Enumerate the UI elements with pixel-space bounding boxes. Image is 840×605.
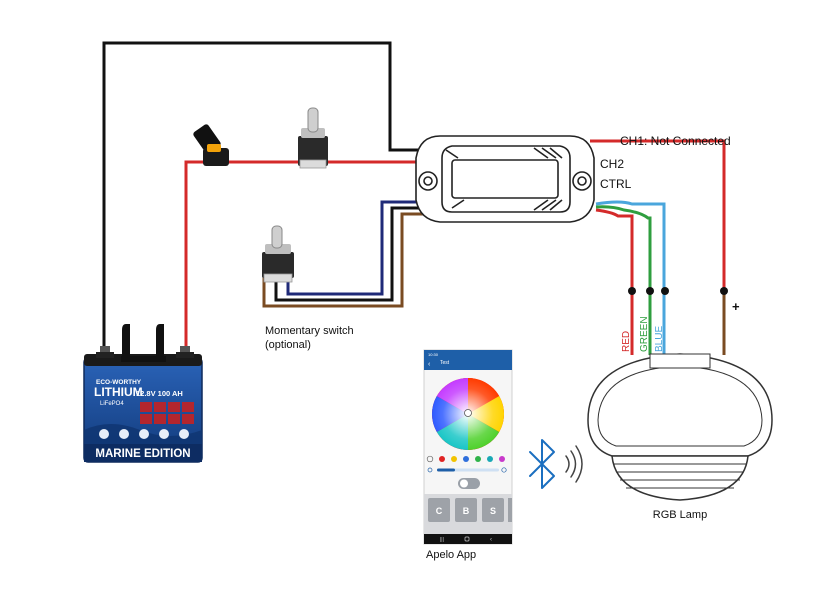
bluetooth-icon	[529, 439, 555, 489]
battery: ECO-WORTHY LITHIUM LiFePO4 12.8V 100 AH …	[83, 324, 203, 463]
preset-blue[interactable]	[463, 456, 469, 462]
wire-red-ch1	[590, 139, 726, 355]
wireless-signal-icon	[565, 445, 583, 483]
nav-back-icon[interactable]: ‹	[490, 537, 492, 543]
app-button-b[interactable]	[455, 498, 477, 522]
label-ch2: CH2	[600, 157, 624, 171]
wire-red-battery-to-fuse	[184, 160, 206, 352]
wire-brown-momentary	[262, 212, 426, 308]
app-button-c[interactable]	[428, 498, 450, 522]
label-plus: +	[732, 299, 740, 314]
wires	[102, 41, 728, 355]
app-button-b-label: B	[463, 506, 470, 516]
battery-spec: 12.8V 100 AH	[136, 389, 183, 398]
color-picker-handle[interactable]	[464, 409, 472, 417]
label-momentary-line2: (optional)	[265, 339, 311, 351]
wire-black-momentary	[274, 206, 426, 302]
battery-brand-line2: LITHIUM	[94, 385, 143, 399]
app-button-c-label: C	[436, 506, 443, 516]
rgb-controller	[415, 135, 595, 223]
phone-status-time: 10:30	[428, 352, 439, 357]
toggle-switch-main	[298, 107, 328, 169]
battery-edition: MARINE EDITION	[95, 448, 190, 460]
brightness-slider[interactable]	[427, 467, 507, 473]
nav-home-icon[interactable]	[464, 536, 470, 542]
label-momentary-line1: Momentary switch	[265, 325, 354, 337]
label-ch1: CH1: Not Connected	[620, 134, 731, 148]
preset-off-icon[interactable]	[426, 455, 434, 463]
power-toggle[interactable]	[458, 478, 480, 489]
junction-plus	[720, 287, 728, 295]
battery-brand-line3: LiFePO4	[100, 401, 124, 407]
label-wire-green: GREEN	[639, 316, 650, 352]
app-buttons: C B S	[428, 498, 512, 522]
app-button-s[interactable]	[482, 498, 504, 522]
preset-yellow[interactable]	[451, 456, 457, 462]
phone-header	[424, 350, 512, 370]
toggle-switch-momentary	[262, 225, 294, 283]
junction-green	[646, 287, 654, 295]
label-wire-red: RED	[621, 331, 632, 352]
color-wheel[interactable]	[431, 378, 505, 450]
junction-red	[628, 287, 636, 295]
wire-green-rgb	[595, 205, 652, 355]
nav-recent-icon[interactable]: |||	[440, 537, 444, 543]
label-apelo-app: Apelo App	[426, 549, 476, 561]
wire-blue-rgb	[595, 200, 666, 355]
wire-red-rgb	[595, 208, 634, 355]
labels: CH1: Not Connected CH2 CTRL Momentary sw…	[265, 134, 740, 561]
label-wire-blue: BLUE	[654, 326, 665, 352]
preset-green[interactable]	[475, 456, 481, 462]
phone-title: Test	[440, 360, 450, 366]
preset-teal[interactable]	[487, 456, 493, 462]
phone-app-screen: 10:30 Test ‹	[423, 349, 513, 545]
label-ctrl: CTRL	[600, 177, 632, 191]
label-rgb-lamp: RGB Lamp	[653, 509, 707, 521]
fuse-holder-icon	[193, 124, 229, 166]
back-arrow-icon[interactable]: ‹	[428, 361, 431, 368]
app-button-s-label: S	[490, 506, 496, 516]
phone-nav-bar	[424, 534, 512, 544]
wire-navy-momentary	[286, 200, 426, 296]
color-presets	[426, 455, 505, 463]
junction-blue	[661, 287, 669, 295]
rgb-lamp	[587, 353, 773, 501]
wire-black-ground	[102, 41, 418, 352]
preset-magenta[interactable]	[499, 456, 505, 462]
battery-brand-line1: ECO-WORTHY	[96, 379, 142, 386]
preset-red[interactable]	[439, 456, 445, 462]
